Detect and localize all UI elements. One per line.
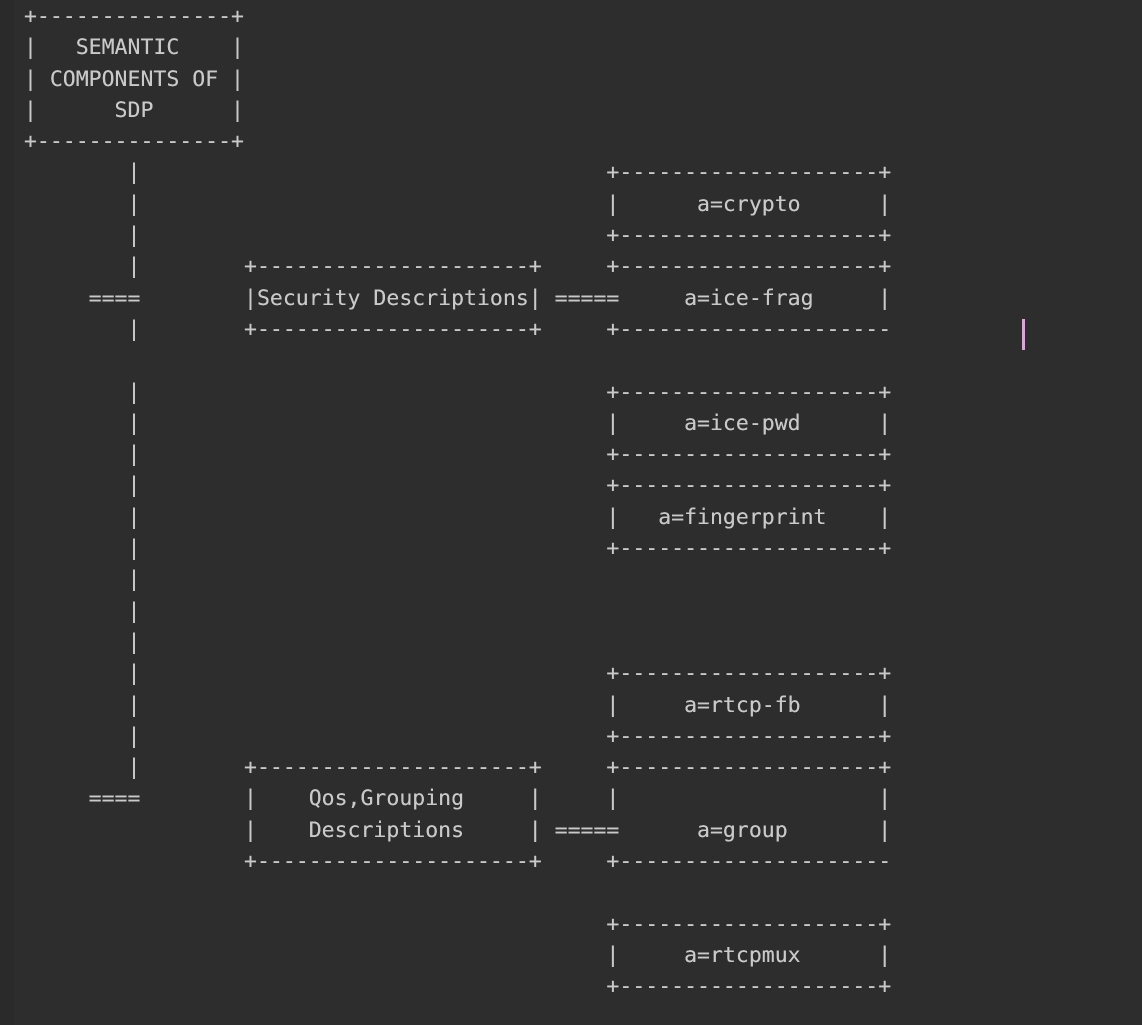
text-caret [1022, 319, 1025, 350]
ascii-art-diagram[interactable]: +---------------+ | SEMANTIC | | COMPONE… [23, 4, 892, 1000]
editor-gutter [0, 0, 14, 1025]
